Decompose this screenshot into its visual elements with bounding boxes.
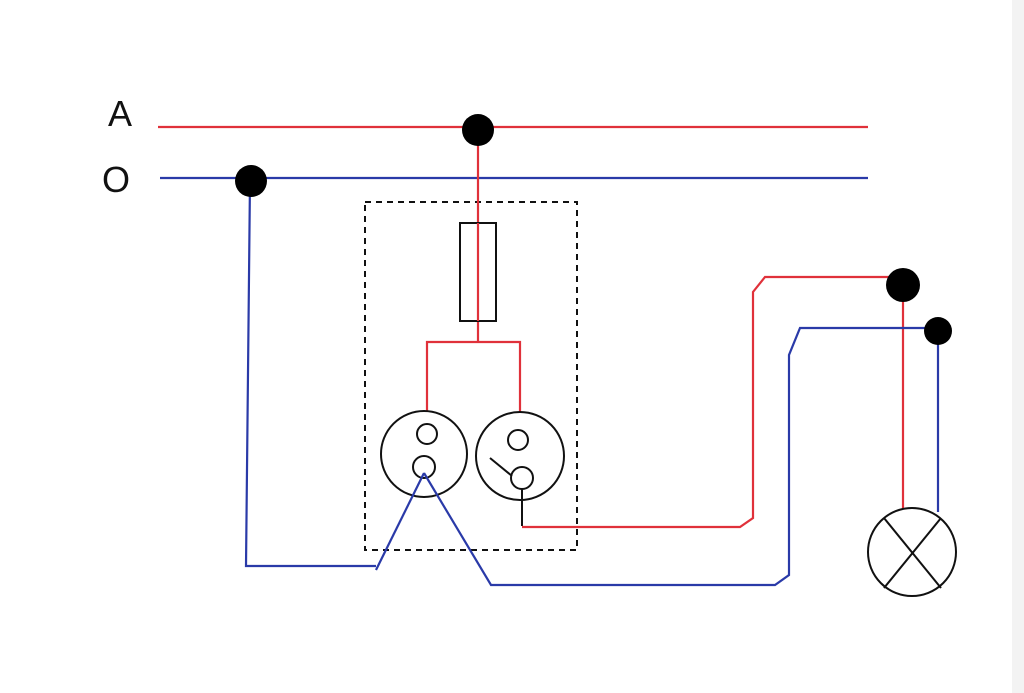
lamp-neutral-junction-dot bbox=[924, 317, 952, 345]
right-edge-strip bbox=[1012, 0, 1024, 693]
distribution-wire bbox=[425, 340, 522, 432]
neutral-junction-dot bbox=[235, 165, 267, 197]
socket-to-lamp-wire bbox=[423, 326, 940, 587]
lamp-icon bbox=[867, 507, 957, 597]
switch-icon bbox=[475, 411, 565, 526]
neutral-drop-wire bbox=[244, 179, 376, 568]
switch-to-lamp-wire bbox=[522, 275, 905, 529]
phase-junction-dot bbox=[462, 114, 494, 146]
socket-neutral-left-wire bbox=[375, 472, 425, 571]
socket-icon bbox=[380, 410, 468, 498]
phase-label: A bbox=[108, 93, 132, 134]
neutral-label: O bbox=[102, 159, 130, 200]
lamp-phase-junction-dot bbox=[886, 268, 920, 302]
